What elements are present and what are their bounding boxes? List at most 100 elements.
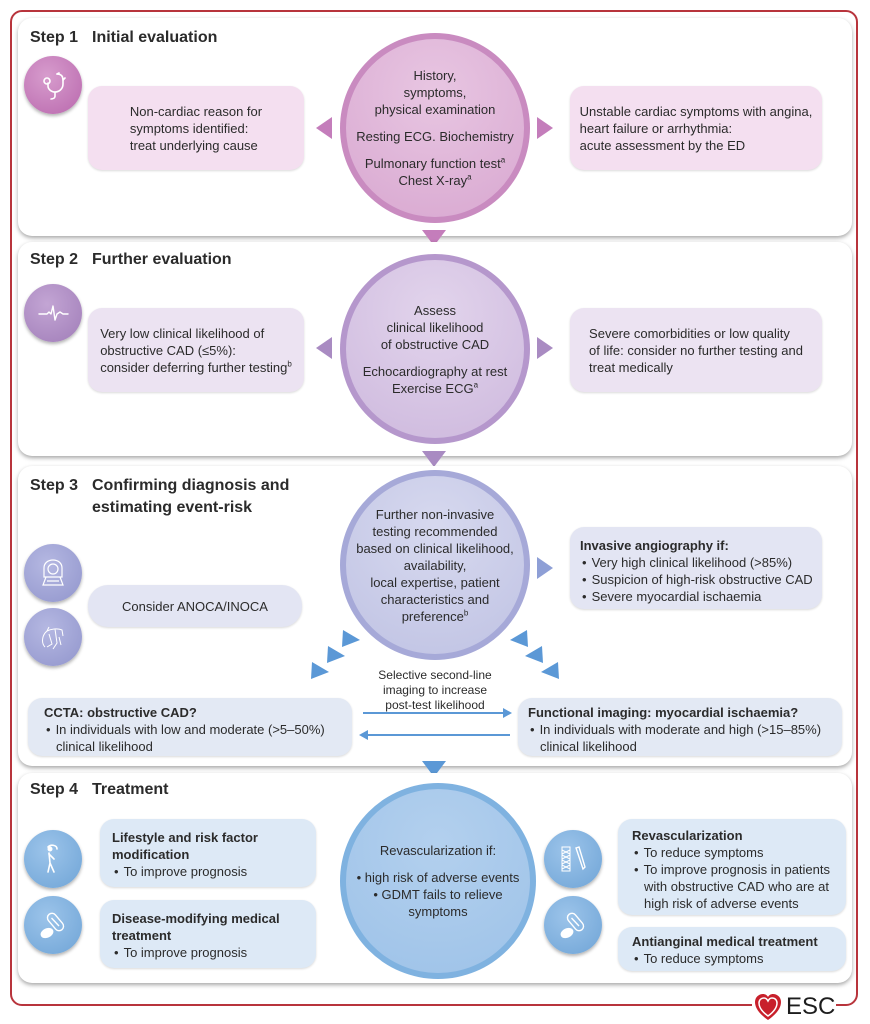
esc-heart-icon xyxy=(755,994,781,1020)
step1-left-line: symptoms identified: xyxy=(129,120,249,136)
circle-text: Exercise ECG xyxy=(391,380,474,396)
circle-text: characteristics and xyxy=(380,591,490,607)
step4-number: Step 4 xyxy=(30,781,79,798)
footnote-marker: a xyxy=(500,155,506,165)
step2-left-line: obstructive CAD (≤5%): xyxy=(100,342,236,358)
step1-left-line: Non-cardiac reason for xyxy=(129,103,263,119)
circle-text: of obstructive CAD xyxy=(380,336,490,352)
arrow-down-step2 xyxy=(422,451,446,467)
revasc-title: Revascularization xyxy=(632,828,743,843)
ct-scanner-icon xyxy=(24,544,82,602)
esc-logo: ESC xyxy=(752,990,836,1024)
functional-item: In individuals with moderate and high (>… xyxy=(539,722,822,737)
lifestyle-item: To improve prognosis xyxy=(112,863,316,880)
functional-title: Functional imaging: myocardial ischaemia… xyxy=(528,705,799,720)
step3-center-circle: Further non-invasive testing recommended… xyxy=(340,470,530,660)
arrow-right-step2 xyxy=(537,337,553,359)
ccta-title: CCTA: obstructive CAD? xyxy=(44,705,197,720)
step2-right-box: Severe comorbidities or low quality of l… xyxy=(570,308,822,392)
disease-item: To improve prognosis xyxy=(112,944,316,961)
step3-name-line1: Confirming diagnosis and xyxy=(92,477,290,494)
revasc-item: with obstructive CAD who are at xyxy=(644,879,829,894)
step3-title: Step 3 Confirming diagnosis and estimating… xyxy=(30,475,289,519)
coronary-heart-icon xyxy=(24,608,82,666)
footnote-marker: b xyxy=(287,359,292,369)
step2-right-line: of life: consider no further testing and xyxy=(589,342,803,358)
outer-frame xyxy=(10,10,858,1006)
step3-number: Step 3 xyxy=(30,477,79,494)
circle-text: Resting ECG. Biochemistry xyxy=(356,129,514,144)
arrow-right-step1 xyxy=(537,117,553,139)
arrow-right-step3 xyxy=(537,557,553,579)
revascularization-box: Revascularization To reduce symptoms To … xyxy=(618,819,846,915)
circle-text: Pulmonary function test xyxy=(364,156,501,171)
circle-text: Revascularization if: xyxy=(379,843,497,858)
step2-number: Step 2 xyxy=(30,251,79,268)
step3-name-line2: estimating event-risk xyxy=(92,499,253,516)
ccta-box: CCTA: obstructive CAD? In individuals wi… xyxy=(28,698,352,756)
circle-text: preference xyxy=(401,608,464,624)
invasive-item: Very high clinical likelihood (>85%) xyxy=(580,554,822,571)
anoca-inoca-box: Consider ANOCA/INOCA xyxy=(88,585,302,627)
invasive-angiography-box: Invasive angiography if: Very high clini… xyxy=(570,527,822,609)
pills-icon xyxy=(544,896,602,954)
step2-left-box: Very low clinical likelihood of obstruct… xyxy=(88,308,304,392)
circle-text: symptoms xyxy=(408,904,468,919)
circle-text: availability, xyxy=(403,557,467,573)
lifestyle-title: Lifestyle and risk factor xyxy=(112,830,258,845)
step1-name: Initial evaluation xyxy=(92,29,218,46)
antianginal-item: To reduce symptoms xyxy=(632,950,846,967)
step1-left-line: treat underlying cause xyxy=(129,137,258,153)
circle-text: GDMT fails to relieve xyxy=(381,887,503,902)
step2-center-circle: Assess clinical likelihood of obstructiv… xyxy=(340,254,530,444)
exercise-person-icon xyxy=(24,830,82,888)
arrow-left-step1 xyxy=(316,117,332,139)
lifestyle-title: modification xyxy=(112,847,190,862)
step1-right-line: acute assessment by the ED xyxy=(579,137,746,153)
circle-text: testing recommended xyxy=(372,523,498,539)
second-line-text: Selective second-line xyxy=(378,668,492,682)
revasc-item: To reduce symptoms xyxy=(632,844,846,861)
anoca-inoca-text: Consider ANOCA/INOCA xyxy=(122,598,268,614)
second-line-imaging-label: Selective second-line imaging to increas… xyxy=(355,668,515,713)
step1-right-line: Unstable cardiac symptoms with angina, xyxy=(579,103,813,119)
step1-number: Step 1 xyxy=(30,29,79,46)
circle-text: local expertise, patient xyxy=(370,574,500,590)
circle-text: based on clinical likelihood, xyxy=(356,540,514,556)
step4-center-circle: Revascularization if: • high risk of adv… xyxy=(340,783,536,979)
step2-left-line: consider deferring further testing xyxy=(100,359,288,375)
step2-right-line: treat medically xyxy=(589,359,673,375)
second-line-text: imaging to increase xyxy=(382,683,488,697)
footnote-marker: a xyxy=(473,380,479,390)
stent-scalpel-icon xyxy=(544,830,602,888)
invasive-item: Suspicion of high-risk obstructive CAD xyxy=(580,571,822,588)
step1-left-box: Non-cardiac reason for symptoms identifi… xyxy=(88,86,304,170)
circle-text: Echocardiography at rest xyxy=(362,363,508,379)
disease-title: Disease-modifying medical xyxy=(112,911,280,926)
step4-name: Treatment xyxy=(92,781,169,798)
step4-title: Step 4 Treatment xyxy=(30,781,168,799)
second-line-text: post-test likelihood xyxy=(385,698,485,712)
lifestyle-box: Lifestyle and risk factor modification T… xyxy=(100,819,316,887)
pills-icon xyxy=(24,896,82,954)
footnote-marker: a xyxy=(467,172,472,182)
disease-modifying-box: Disease-modifying medical treatment To i… xyxy=(100,900,316,968)
arrow-left-step2 xyxy=(316,337,332,359)
circle-text: high risk of adverse events xyxy=(364,870,520,885)
antianginal-title: Antianginal medical treatment xyxy=(632,934,818,949)
ccta-item: In individuals with low and moderate (>5… xyxy=(55,722,325,737)
circle-text: Assess xyxy=(414,302,456,318)
ccta-item: clinical likelihood xyxy=(56,739,153,754)
ecg-waveform-icon xyxy=(24,284,82,342)
antianginal-box: Antianginal medical treatment To reduce … xyxy=(618,927,846,971)
stethoscope-icon xyxy=(24,56,82,114)
esc-logo-text: ESC xyxy=(786,993,836,1020)
invasive-title: Invasive angiography if: xyxy=(580,538,729,553)
functional-imaging-box: Functional imaging: myocardial ischaemia… xyxy=(518,698,842,756)
circle-text: History, xyxy=(413,68,457,83)
circle-text: Further non-invasive xyxy=(375,506,495,522)
revasc-item: high risk of adverse events xyxy=(644,896,799,911)
step2-right-line: Severe comorbidities or low quality xyxy=(589,325,790,341)
step2-left-line: Very low clinical likelihood of xyxy=(100,325,265,341)
